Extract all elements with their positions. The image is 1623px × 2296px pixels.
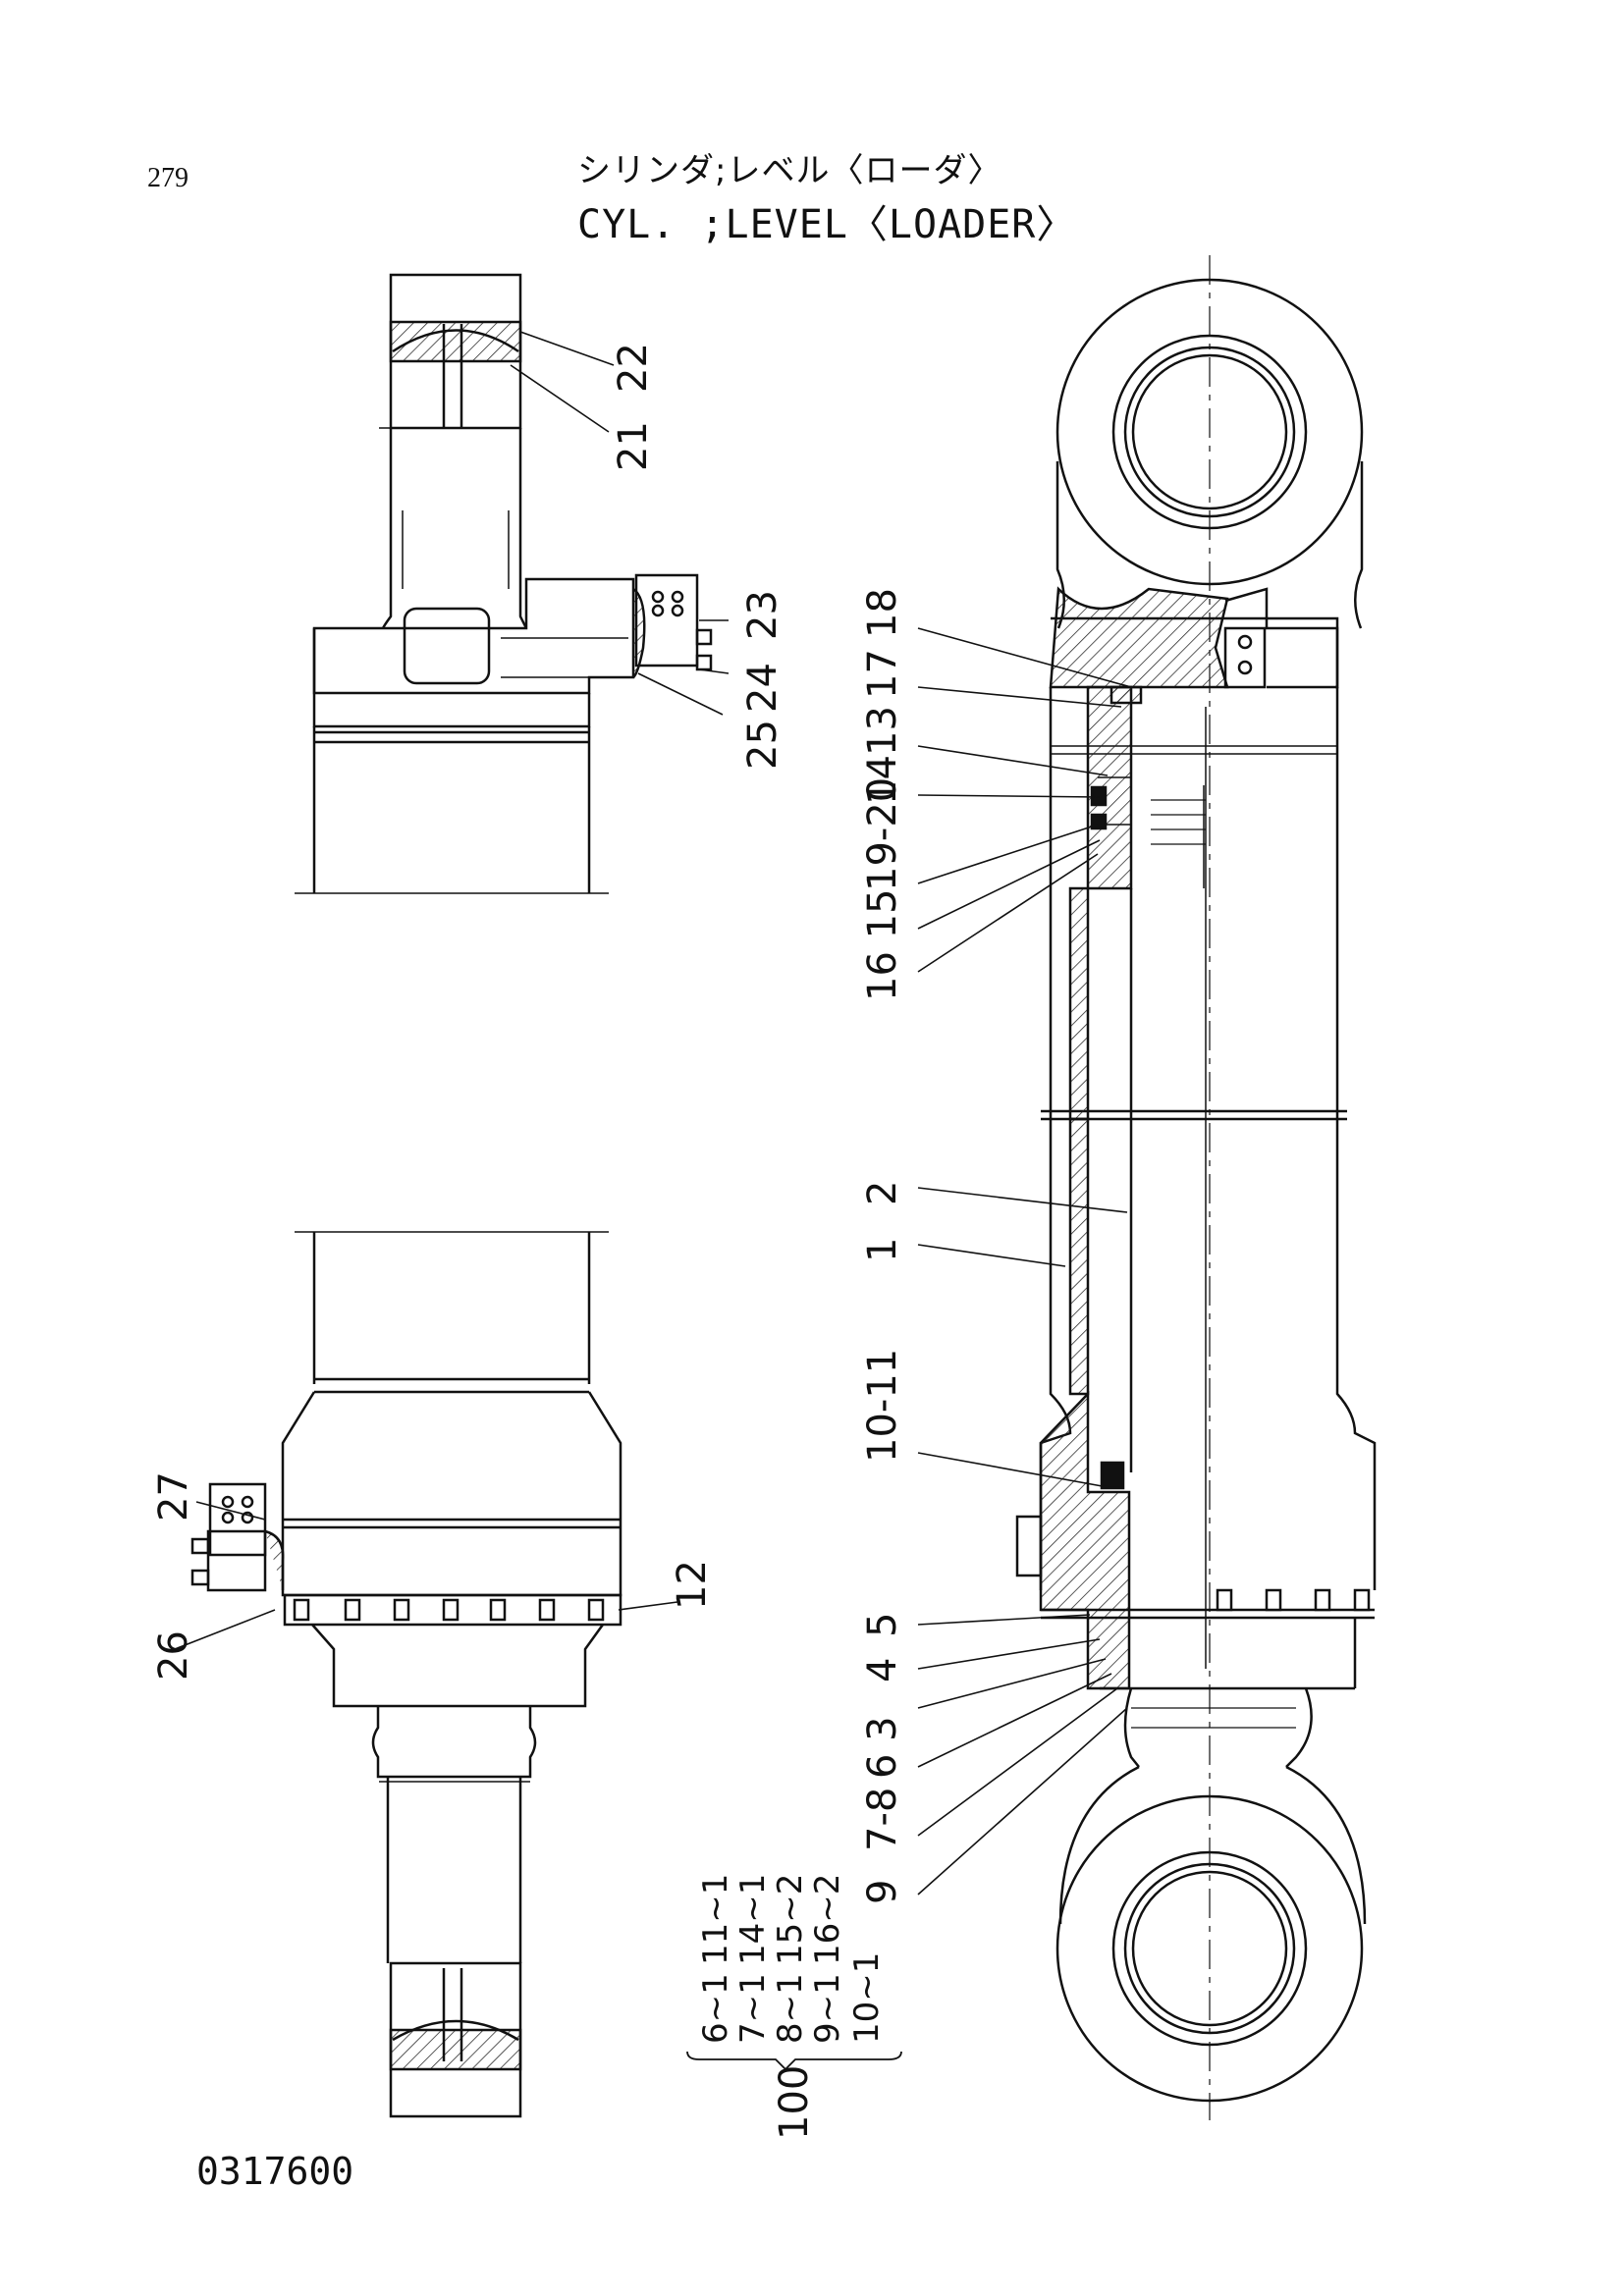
kit-col1-item1: 6~1 [696,1973,735,2044]
callout-19-20: 19-20 [860,777,905,891]
kit-col1-item2: 7~1 [733,1973,773,2044]
callout-27: 27 [151,1471,196,1522]
callout-4: 4 [860,1658,905,1682]
bottom-view-rod-end [190,1231,622,2118]
page-number: 279 [147,163,189,193]
kit-col2-item3: 15~2 [771,1874,810,1965]
callout-23: 23 [740,590,785,640]
title-japanese: シリンダ;レベル〈ローダ〉 [577,151,1002,190]
kit-col1-item3: 8~1 [771,1973,810,2044]
callout-10-11: 10-11 [860,1349,905,1463]
seal-kit-bracket [686,2051,902,2071]
callout-25: 25 [740,720,785,770]
kit-col2-item4: 16~2 [808,1874,847,1965]
kit-col1-item5: 10~1 [847,1952,887,2044]
callout-22: 22 [611,343,656,393]
callout-6-3: 6 3 [860,1716,905,1779]
callout-17: 17 [860,649,905,699]
callout-13: 13 [860,706,905,756]
callout-26: 26 [151,1630,196,1681]
callout-21: 21 [611,421,656,471]
callout-16-15: 16 15 [860,888,905,1001]
callout-1: 1 [860,1238,905,1262]
callout-9: 9 [860,1880,905,1904]
right-view-section [1015,255,1377,2120]
kit-col2-item2: 14~1 [733,1874,773,1965]
callout-labels: 22 21 23 24 25 18 17 13 14 19-20 16 15 2… [151,343,905,1904]
leader-lines [174,331,1132,1896]
title-english: CYL. ;LEVEL〈LOADER〉 [577,202,1077,247]
kit-col1-item4: 9~1 [808,1973,847,2044]
top-view-head-end [295,273,713,894]
kit-number: 100 [772,2065,817,2140]
callout-7-8: 7-8 [860,1788,905,1851]
callout-24: 24 [740,663,785,713]
seal-kit: 6~1 7~1 8~1 9~1 10~1 11~1 14~1 15~2 16~2… [696,1874,887,2140]
callout-2: 2 [860,1181,905,1205]
callout-14: 14 [860,755,905,805]
kit-col2-item1: 11~1 [696,1874,735,1965]
drawing-number: 0317600 [196,2150,354,2193]
callout-5: 5 [860,1613,905,1637]
callout-12: 12 [670,1560,715,1610]
callout-18: 18 [860,588,905,638]
